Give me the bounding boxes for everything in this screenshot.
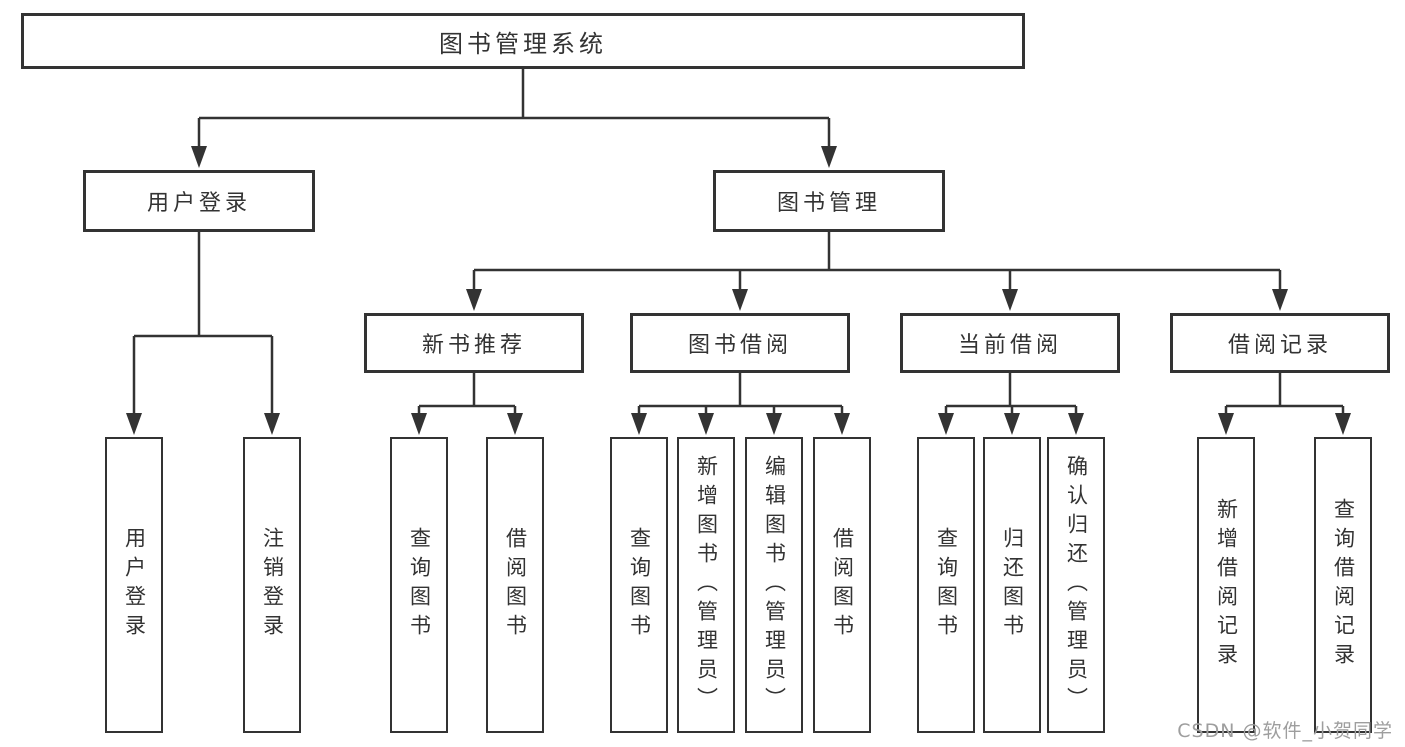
- leaf-user-login: 用户登录: [105, 437, 163, 733]
- leaf-logout: 注销登录: [243, 437, 301, 733]
- leaf-bb-add-books-admin-label: 新增图书（管理员）: [694, 454, 719, 716]
- leaf-br-query-borrow-record: 查询借阅记录: [1314, 437, 1372, 733]
- leaf-nbr-query-books: 查询图书: [390, 437, 448, 733]
- node-library-system: 图书管理系统: [21, 13, 1025, 69]
- leaf-logout-label: 注销登录: [260, 527, 285, 643]
- node-user-login: 用户登录: [83, 170, 315, 232]
- leaf-nbr-borrow-books: 借阅图书: [486, 437, 544, 733]
- leaf-cb-return-books-label: 归还图书: [1000, 527, 1025, 643]
- leaf-nbr-borrow-books-label: 借阅图书: [503, 527, 528, 643]
- leaf-cb-confirm-return-admin: 确认归还（管理员）: [1047, 437, 1105, 733]
- leaf-bb-borrow-books-label: 借阅图书: [830, 527, 855, 643]
- leaf-bb-query-books-label: 查询图书: [627, 527, 652, 643]
- leaf-cb-query-books-label: 查询图书: [934, 527, 959, 643]
- node-current-borrowing: 当前借阅: [900, 313, 1120, 373]
- leaf-br-query-borrow-record-label: 查询借阅记录: [1331, 498, 1356, 672]
- leaf-bb-edit-books-admin-label: 编辑图书（管理员）: [762, 454, 787, 716]
- leaf-bb-borrow-books: 借阅图书: [813, 437, 871, 733]
- node-book-management: 图书管理: [713, 170, 945, 232]
- leaf-cb-query-books: 查询图书: [917, 437, 975, 733]
- leaf-bb-add-books-admin: 新增图书（管理员）: [677, 437, 735, 733]
- leaf-nbr-query-books-label: 查询图书: [407, 527, 432, 643]
- node-borrowing-records: 借阅记录: [1170, 313, 1390, 373]
- leaf-bb-edit-books-admin: 编辑图书（管理员）: [745, 437, 803, 733]
- node-new-book-recommend: 新书推荐: [364, 313, 584, 373]
- leaf-user-login-label: 用户登录: [122, 527, 147, 643]
- leaf-bb-query-books: 查询图书: [610, 437, 668, 733]
- leaf-br-add-borrow-record-label: 新增借阅记录: [1214, 498, 1239, 672]
- leaf-br-add-borrow-record: 新增借阅记录: [1197, 437, 1255, 733]
- leaf-cb-return-books: 归还图书: [983, 437, 1041, 733]
- leaf-cb-confirm-return-admin-label: 确认归还（管理员）: [1064, 454, 1089, 716]
- node-book-borrowing: 图书借阅: [630, 313, 850, 373]
- csdn-watermark: CSDN @软件_小贺同学: [1177, 720, 1393, 742]
